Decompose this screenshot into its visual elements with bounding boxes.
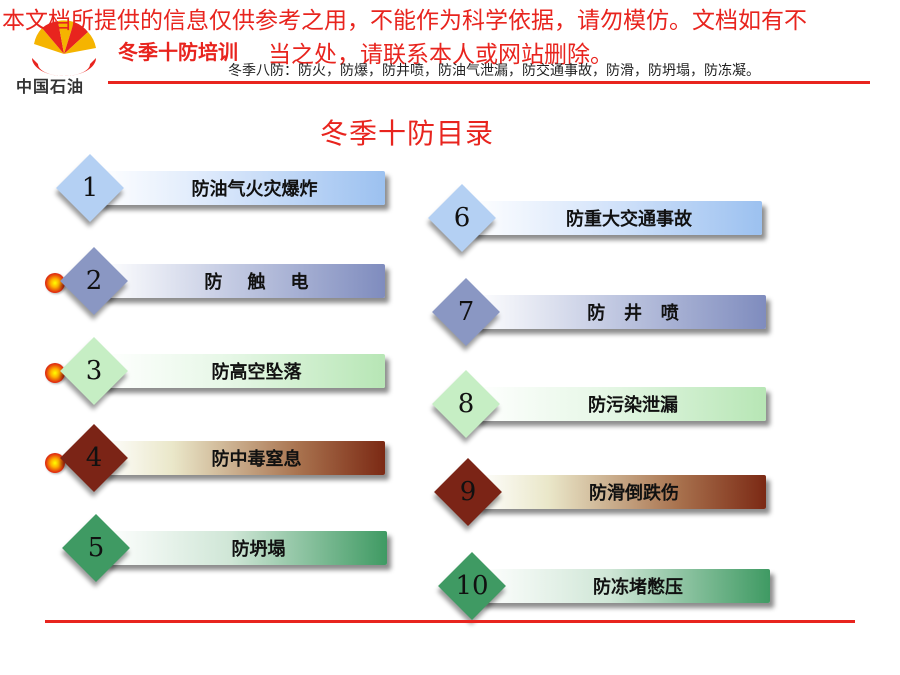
toc-item-number: 3 — [85, 356, 103, 386]
toc-item-number: 2 — [85, 266, 103, 296]
logo-text: 中国石油 — [16, 77, 85, 96]
toc-item-number: 5 — [87, 533, 105, 563]
watermark-line-2: 当之处，请联系本人或网站删除。 — [268, 42, 613, 68]
toc-item-label: 防重大交通事故 — [470, 201, 762, 235]
toc-item-label: 防高空坠落 — [102, 354, 385, 388]
toc-item-number: 1 — [81, 173, 99, 203]
bullet-icon — [45, 453, 65, 473]
toc-item-label: 防中毒窒息 — [102, 441, 385, 475]
toc-item-label: 防污染泄漏 — [474, 387, 766, 421]
toc-item-number: 9 — [459, 477, 477, 507]
watermark-line-1: 本文档所提供的信息仅供参考之用，不能作为科学依据，请勿模仿。文档如有不 — [2, 8, 807, 34]
header-subtitle: 冬季八防：防火，防爆，防井喷，防油气泄漏，防交通事故，防滑，防坍塌，防冻凝。 — [228, 63, 760, 79]
toc-item-number: 8 — [457, 389, 475, 419]
toc-item-number: 7 — [457, 297, 475, 327]
toc-item-label: 防 井 喷 — [474, 295, 766, 329]
bullet-icon — [45, 363, 65, 383]
page-title: 冬季十防目录 — [320, 117, 495, 150]
toc-item-label: 防油气火灾爆炸 — [98, 171, 385, 205]
toc-item-label: 防坍塌 — [104, 531, 387, 565]
toc-item-number: 6 — [453, 203, 471, 233]
header-title: 冬季十防培训 — [118, 40, 238, 64]
petrochina-logo — [32, 20, 96, 76]
toc-item-number: 10 — [455, 571, 489, 601]
toc-item-number: 4 — [85, 443, 103, 473]
toc-item-label: 防 触 电 — [102, 264, 385, 298]
toc-item-label: 防冻堵憋压 — [480, 569, 770, 603]
toc-item-label: 防滑倒跌伤 — [476, 475, 766, 509]
header-divider — [108, 81, 870, 84]
bullet-icon — [45, 273, 65, 293]
footer-divider — [45, 620, 855, 623]
